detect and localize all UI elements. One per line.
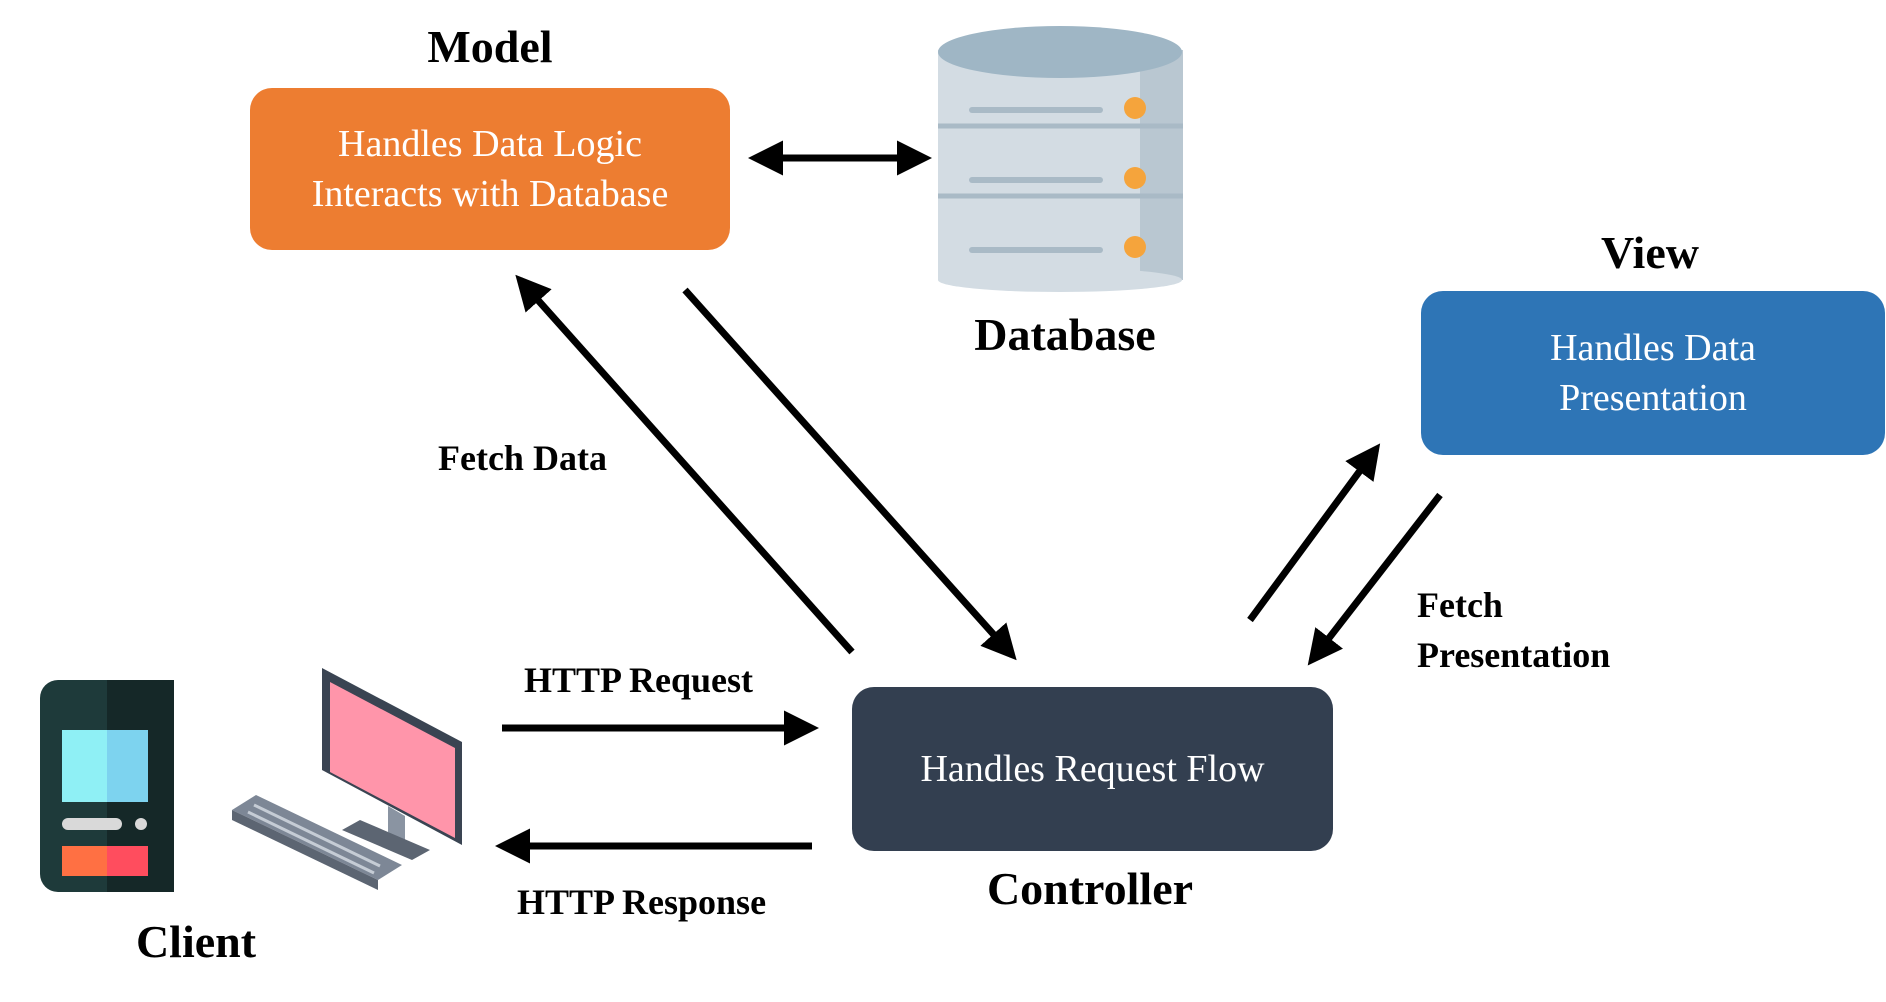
controller-to-model-arrow — [515, 274, 855, 655]
view-to-controller-arrow — [1307, 492, 1443, 666]
desktop-computer-icon — [232, 668, 462, 890]
smartphone-icon — [40, 680, 174, 892]
http-response-label: HTTP Response — [517, 882, 767, 922]
model-line-1: Handles Data Logic — [338, 123, 642, 165]
controller-line-1: Handles Request Flow — [920, 748, 1265, 790]
model-to-controller-arrow — [682, 287, 1017, 661]
fetch-presentation-line-2: Presentation — [1417, 635, 1611, 675]
database-heading: Database — [974, 309, 1156, 360]
fetch-presentation-line-1: Fetch — [1417, 585, 1503, 625]
client-heading: Client — [135, 916, 257, 967]
http-request-label: HTTP Request — [524, 660, 754, 700]
database-icon — [938, 26, 1183, 292]
model-heading: Model — [427, 21, 553, 72]
fetch-data-label: Fetch Data — [438, 438, 607, 478]
controller-box: Handles Request Flow — [852, 687, 1333, 851]
view-box: Handles Data Presentation — [1421, 291, 1885, 455]
view-line-2: Presentation — [1559, 377, 1747, 419]
view-line-1: Handles Data — [1550, 327, 1756, 369]
controller-to-view-arrow — [1247, 443, 1381, 623]
model-box: Handles Data Logic Interacts with Databa… — [250, 88, 730, 250]
fetch-presentation-label: Fetch Presentation — [1417, 580, 1610, 680]
model-line-2: Interacts with Database — [311, 173, 669, 215]
view-heading: View — [1601, 227, 1699, 278]
controller-heading: Controller — [986, 863, 1194, 914]
